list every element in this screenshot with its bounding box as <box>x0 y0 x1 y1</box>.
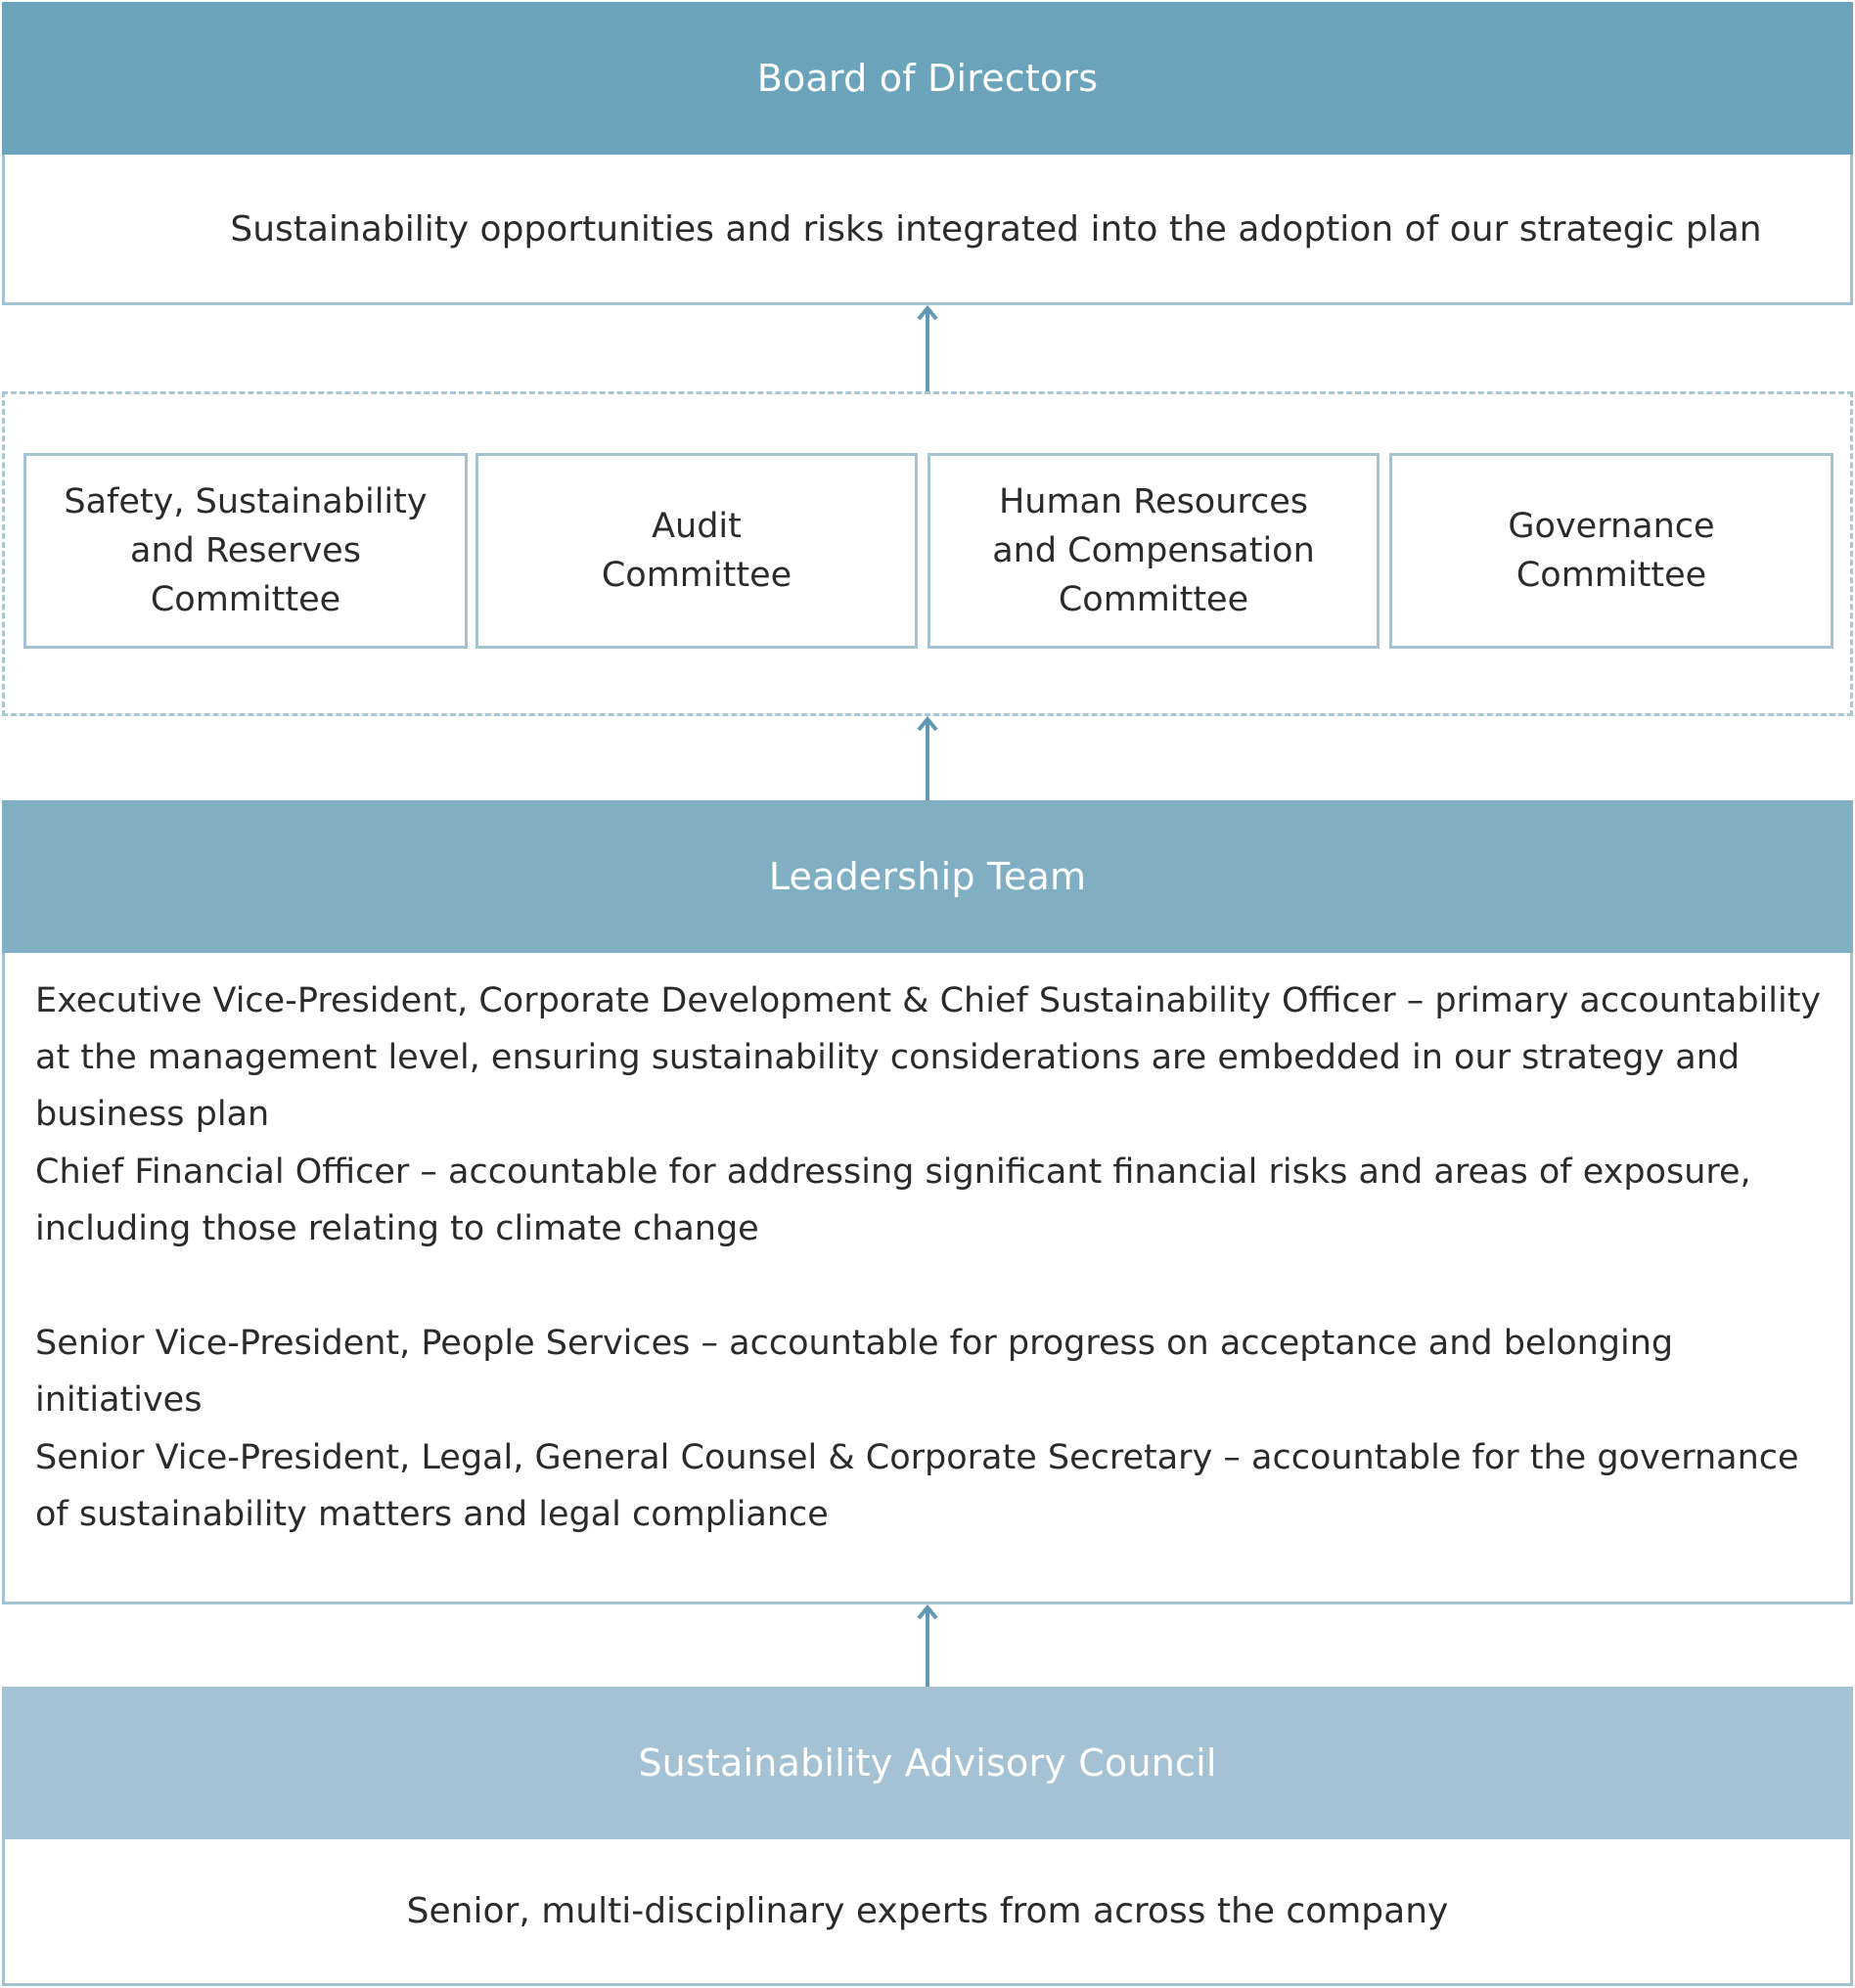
arrow-leadership-to-committees <box>917 715 938 802</box>
committees-group <box>2 391 1853 716</box>
arrow-council-to-leadership <box>917 1604 938 1687</box>
board-description: Sustainability opportunities and risks i… <box>230 209 1762 249</box>
role-svp-legal-general-counsel: Senior Vice-President, Legal, General Co… <box>35 1438 1799 1534</box>
council-title: Sustainability Advisory Council <box>638 1741 1217 1785</box>
role-evp-corporate-development: Executive Vice-President, Corporate Deve… <box>35 981 1822 1134</box>
committee-audit: Audit Committee <box>475 453 918 649</box>
leadership-title: Leadership Team <box>768 855 1087 898</box>
committee-safety-sustainability-reserves: Safety, Sustainability and Reserves Comm… <box>23 453 468 649</box>
board-title: Board of Directors <box>756 57 1099 100</box>
council-description: Senior, multi-disciplinary experts from … <box>406 1891 1449 1931</box>
council-header: Sustainability Advisory Council <box>2 1687 1853 1839</box>
committee-human-resources-compensation: Human Resources and Compensation Committ… <box>928 453 1380 649</box>
role-chief-financial-officer: Chief Financial Officer – accountable fo… <box>35 1152 1751 1248</box>
committee-governance: Governance Committee <box>1389 453 1833 649</box>
council-description-box: Senior, multi-disciplinary experts from … <box>5 1839 1850 1983</box>
arrow-committees-to-board <box>917 304 938 391</box>
board-header: Board of Directors <box>2 2 1853 155</box>
leadership-header: Leadership Team <box>2 800 1853 953</box>
role-svp-people-services: Senior Vice-President, People Services –… <box>35 1324 1674 1420</box>
board-description-box: Sustainability opportunities and risks i… <box>5 157 1850 302</box>
